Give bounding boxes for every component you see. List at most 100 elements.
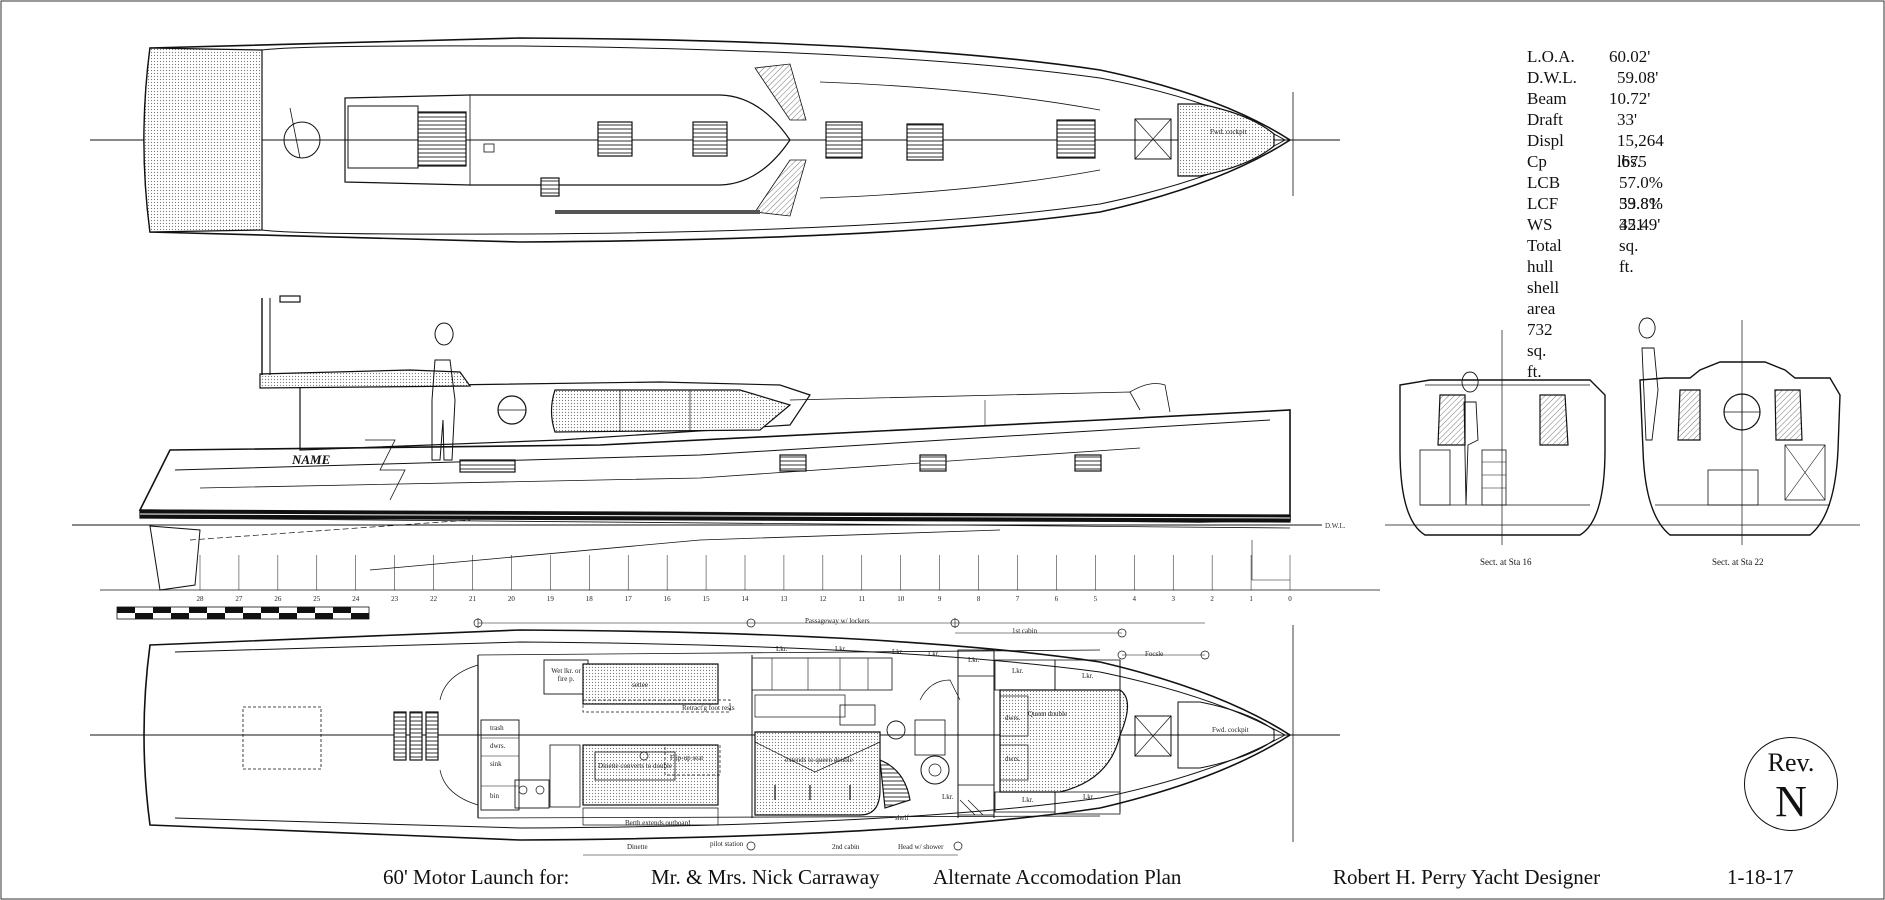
plan-locker-label-4: Lkr. — [928, 650, 940, 658]
profile-hardtop — [259, 369, 472, 389]
scale-cell — [135, 613, 153, 619]
profile-portlight-3 — [1074, 454, 1102, 472]
profile-view: NAME D.W.L. — [72, 295, 1346, 591]
scale-cell — [207, 613, 225, 619]
title-date: 1-18-17 — [1727, 865, 1794, 889]
station-label: 28 — [197, 595, 205, 603]
scale-cell — [297, 607, 315, 613]
deck-stern-dotted — [143, 47, 263, 233]
deck-plan-view — [90, 37, 1340, 243]
scale-cell — [261, 607, 279, 613]
section-sta-16-caption: Sect. at Sta 16 — [1480, 557, 1532, 567]
station-label: 10 — [897, 595, 905, 603]
plan-retract-foot-rests-label: Retract'g foot rests — [682, 704, 735, 712]
station-label: 19 — [547, 595, 555, 603]
station-label: 17 — [625, 595, 633, 603]
plan-engine-vents — [393, 711, 439, 761]
plan-dinette-label: Dinette — [627, 843, 648, 851]
station-label: 26 — [274, 595, 282, 603]
plan-flip-seat-label: Flip-up seat — [670, 754, 704, 762]
deck-hatch-3 — [825, 121, 863, 159]
title-designer: Robert H. Perry Yacht Designer — [1333, 865, 1601, 889]
plan-locker-label-6: Lkr. — [1012, 667, 1024, 675]
scale-cell — [189, 607, 207, 613]
station-label: 4 — [1133, 595, 1137, 603]
revision-label: Rev. — [1767, 748, 1815, 777]
title-client: Mr. & Mrs. Nick Carraway — [651, 865, 880, 889]
profile-portlight-2 — [919, 454, 947, 472]
station-label: 11 — [858, 595, 865, 603]
station-label: 15 — [703, 595, 711, 603]
scale-cell — [243, 613, 261, 619]
plan-pilot-station-label: pilot station — [710, 840, 744, 848]
station-label: 25 — [313, 595, 321, 603]
station-label: 7 — [1016, 595, 1020, 603]
scale-cell — [117, 607, 135, 613]
plan-dwrs-a-label: dwrs. — [1005, 714, 1021, 722]
scale-cell — [171, 613, 189, 619]
plan-passageway-label: Passageway w/ lockers — [805, 617, 870, 625]
plan-bin-label: bin — [490, 792, 499, 800]
hull-name-text: NAME — [291, 452, 331, 467]
station-label: 13 — [780, 595, 788, 603]
deck-hatch-aft — [347, 105, 419, 169]
scale-cell — [351, 613, 369, 619]
scale-cell — [279, 613, 297, 619]
plan-hull-outline — [143, 629, 1292, 841]
plan-settee-label: settee — [632, 681, 648, 689]
plan-queen-double-label: Queen double — [1028, 710, 1068, 718]
deck-windlass — [1134, 118, 1172, 160]
station-label: 16 — [664, 595, 672, 603]
profile-figure — [431, 322, 456, 461]
plan-dwrs-b-label: dwrs. — [1005, 755, 1021, 763]
deck-fwd-cockpit-label: Fwd. cockpit — [1210, 128, 1247, 136]
profile-portlight-1 — [779, 454, 807, 472]
plan-wet-locker-label: Wet lkr. or fire p. — [551, 667, 581, 683]
fwd-cockpit-deck — [1177, 103, 1275, 177]
station-label: 3 — [1171, 595, 1175, 603]
spec-total: Total hull shell area 732 sq. ft. — [1527, 236, 1562, 381]
plan-berth-extends-label: Berth extends outboard — [625, 819, 691, 827]
section-sta-22-caption: Sect. at Sta 22 — [1712, 557, 1764, 567]
plan-drawers-label: dwrs. — [490, 742, 506, 750]
station-label: 18 — [586, 595, 594, 603]
scale-cell — [315, 613, 333, 619]
scale-cell — [153, 607, 171, 613]
deck-hatch-2 — [692, 121, 728, 157]
title-plan: Alternate Accomodation Plan — [933, 865, 1182, 889]
station-label: 12 — [819, 595, 827, 603]
station-label: 24 — [352, 595, 360, 603]
plan-settee — [582, 663, 719, 705]
station-label: 14 — [742, 595, 750, 603]
profile-rudder — [149, 525, 201, 591]
station-label: 9 — [938, 595, 942, 603]
station-label: 1 — [1249, 595, 1253, 603]
station-label: 2 — [1210, 595, 1214, 603]
plan-locker-label-2: Lkr. — [835, 645, 847, 653]
station-label: 27 — [235, 595, 243, 603]
plan-locker-label-5: Lkr. — [968, 656, 980, 664]
deck-hatch-5 — [1056, 119, 1096, 159]
accommodation-plan-view — [90, 618, 1340, 856]
section-sta-22 — [1630, 317, 1860, 545]
plan-first-cabin-label: 1st cabin — [1012, 627, 1038, 635]
section-sta-16 — [1385, 330, 1630, 545]
revision-value: N — [1775, 777, 1807, 826]
plan-head-shower-label: Head w/ shower — [898, 843, 944, 851]
station-label: 20 — [508, 595, 516, 603]
station-label: 6 — [1055, 595, 1059, 603]
profile-cabin — [299, 381, 811, 451]
graphic-scale-bar — [116, 606, 370, 620]
plan-locker-label-7: Lkr. — [1082, 672, 1094, 680]
plan-trash-label: trash — [490, 724, 504, 732]
plan-sink-label: sink — [490, 760, 502, 768]
plan-dinette-converts-label: Dinette converts to double — [598, 762, 673, 770]
deck-hatch-4 — [906, 123, 944, 161]
plan-locker-label-10: Lkr. — [1083, 793, 1095, 801]
profile-sheer — [174, 419, 1271, 471]
station-label: 23 — [391, 595, 399, 603]
station-label: 0 — [1288, 595, 1292, 603]
plan-locker-label-8: Lkr. — [942, 793, 954, 801]
